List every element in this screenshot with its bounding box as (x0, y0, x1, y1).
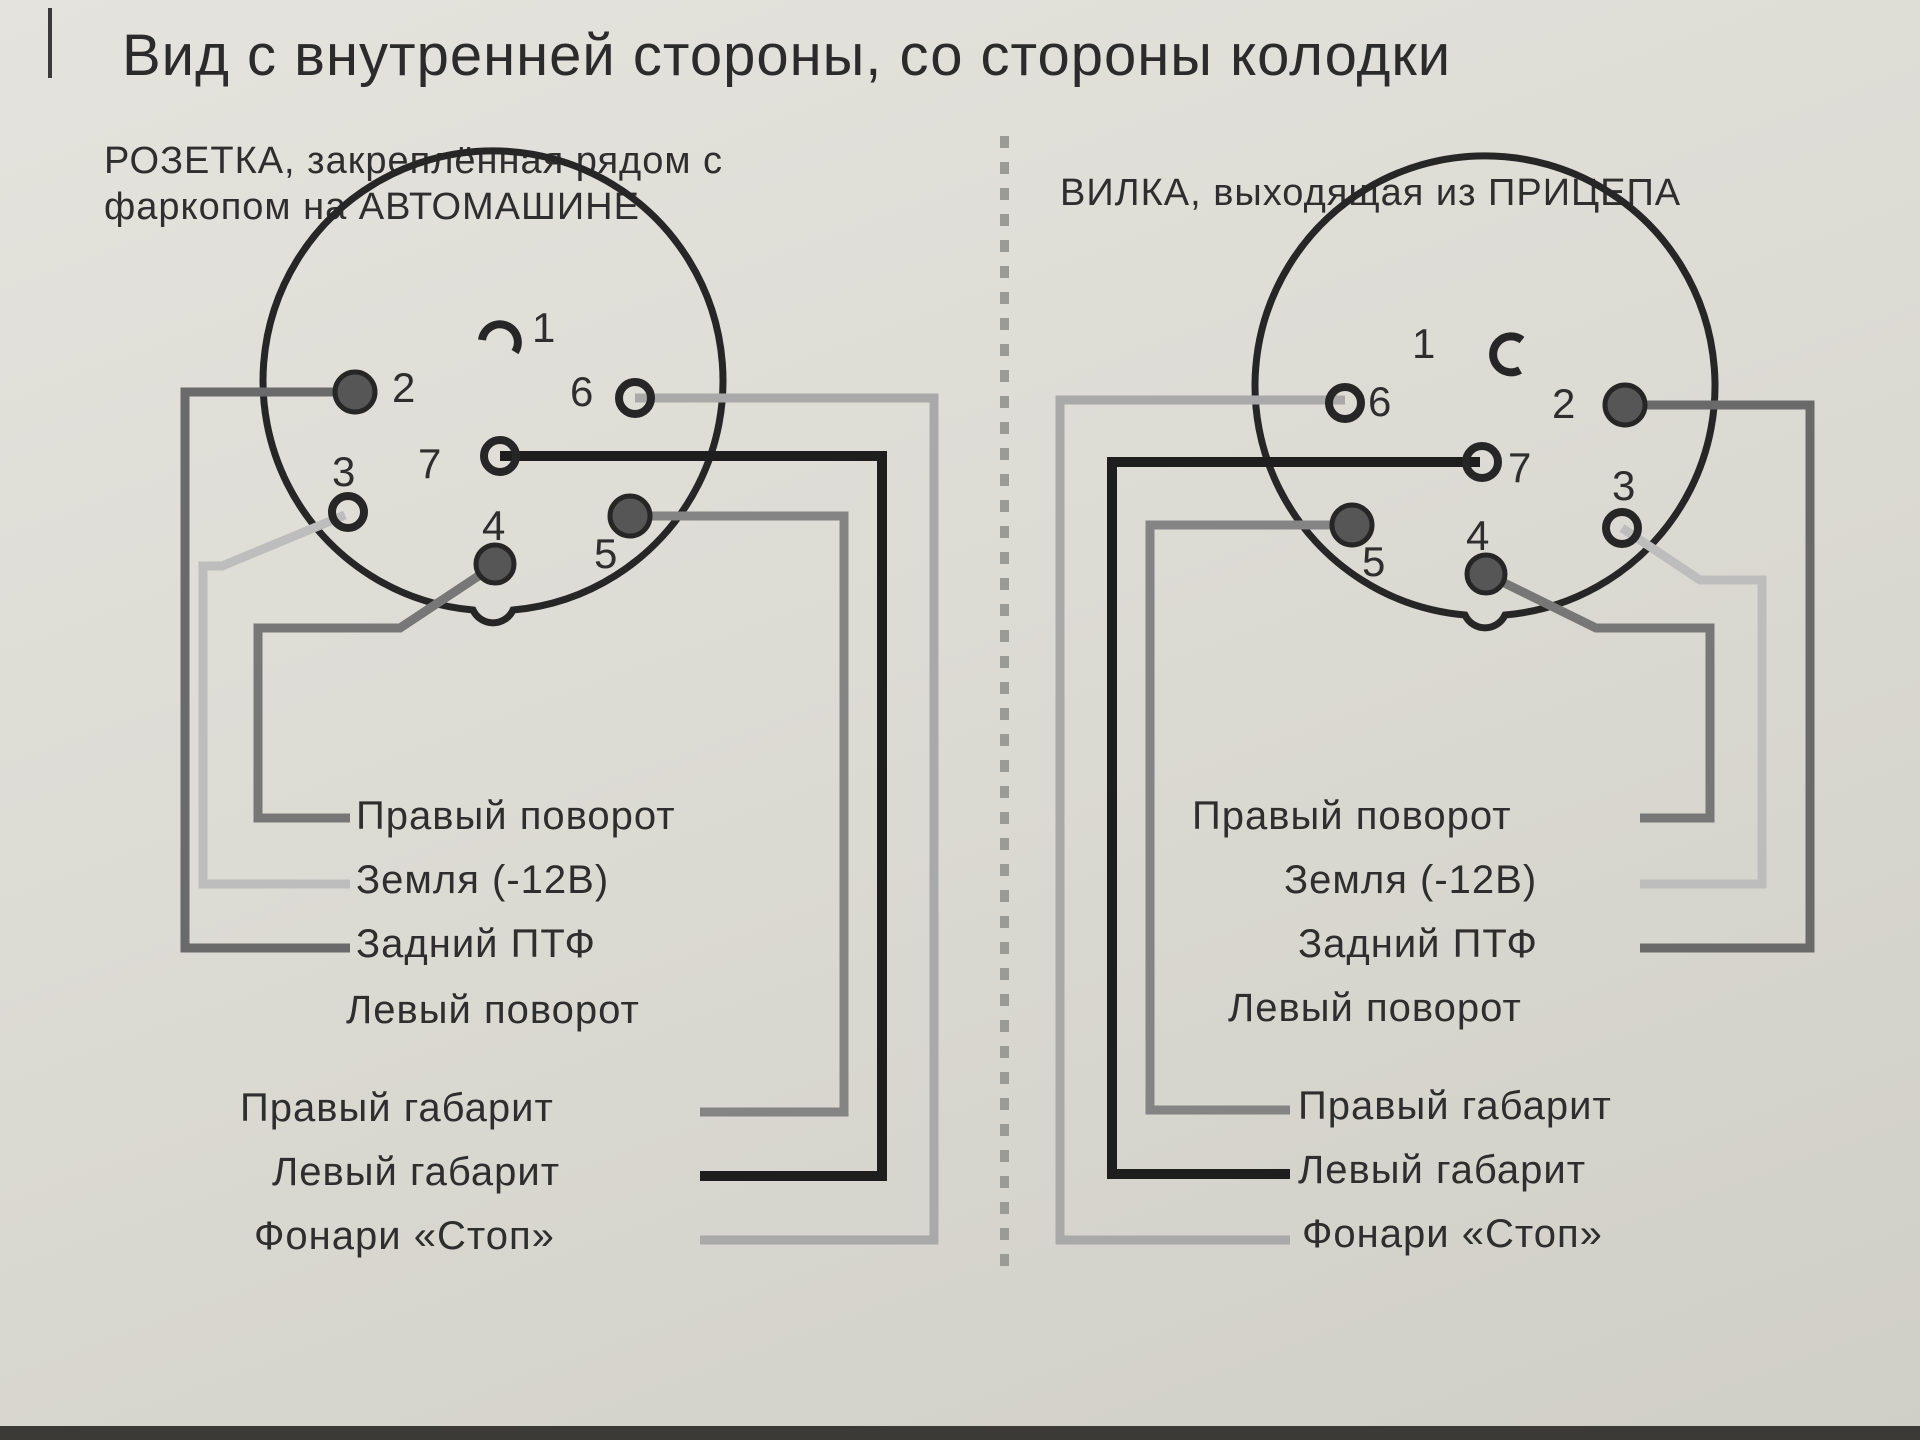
socket-pin-5 (607, 493, 653, 539)
plug-label-rear-fog: Задний ПТФ (1298, 922, 1538, 966)
socket-pin-1 (478, 320, 522, 355)
plug-pin-5 (1329, 502, 1375, 548)
socket-connector (259, 147, 727, 627)
panel-divider (1000, 136, 1009, 1276)
wire-ground-left (198, 510, 350, 889)
socket-pins (328, 320, 655, 586)
plug-connector (1251, 152, 1719, 632)
socket-pin-6-number: 6 (570, 368, 594, 415)
socket-heading: РОЗЕТКА, закреплённая рядом с фаркопом н… (104, 138, 723, 230)
photo-bottom-edge (0, 1426, 1920, 1440)
wire-right-marker-left (630, 511, 849, 1117)
plug-label-right-turn: Правый поворот (1192, 794, 1512, 838)
socket-pin-6 (615, 378, 655, 418)
plug-pin-1-number: 1 (1412, 320, 1436, 367)
socket-pin-7-number: 7 (418, 440, 442, 487)
wire-right-turn-right (1484, 569, 1715, 823)
socket-label-ground: Земля (-12В) (356, 858, 610, 902)
socket-pin-2-number: 2 (392, 364, 416, 411)
plug-pin-3 (1602, 508, 1642, 548)
socket-heading-line1: РОЗЕТКА, закреплённая рядом с (104, 140, 724, 182)
socket-pin-1-number: 1 (532, 304, 556, 351)
socket-pin-4 (473, 542, 517, 586)
wire-rear-fog-right (1625, 400, 1815, 953)
socket-pin-3-number: 3 (332, 448, 356, 495)
socket-label-left-turn: Левый поворот (346, 988, 640, 1032)
plug-heading: ВИЛКА, выходящая из ПРИЦЕПА (1060, 172, 1682, 214)
plug-pin-4-number: 4 (1466, 512, 1490, 559)
plug-label-ground: Земля (-12В) (1284, 858, 1538, 902)
socket-outline (259, 147, 727, 627)
socket-heading-line2: фаркопом на АВТОМАШИНЕ (104, 186, 640, 228)
socket-pin-3 (328, 492, 368, 532)
socket-pin-5-number: 5 (594, 530, 618, 577)
plug-label-left-turn: Левый поворот (1228, 986, 1522, 1030)
wire-left-marker-right (1107, 457, 1480, 1179)
plug-label-right-marker: Правый габарит (1298, 1084, 1612, 1128)
plug-pin-1 (1489, 332, 1525, 377)
wire-right-turn-left (253, 561, 498, 823)
plug-pin-3-number: 3 (1612, 462, 1636, 509)
margin-rule (48, 8, 52, 78)
wire-rear-fog-left (180, 387, 355, 953)
socket-label-left-marker: Левый габарит (272, 1150, 561, 1194)
plug-outline (1251, 152, 1719, 632)
socket-label-right-turn: Правый поворот (356, 794, 676, 838)
page-title: Вид с внутренней стороны, со стороны кол… (122, 23, 1452, 88)
plug-wires (1055, 395, 1815, 1245)
wire-stop-left (635, 393, 939, 1245)
plug-pin-2 (1602, 382, 1648, 428)
socket-pin-2 (332, 369, 378, 415)
plug-pin-6-number: 6 (1368, 378, 1392, 425)
plug-pin-2-number: 2 (1552, 380, 1576, 427)
plug-pin-7-number: 7 (1508, 444, 1532, 491)
wire-ground-right (1619, 524, 1767, 889)
plug-pin-5-number: 5 (1362, 538, 1386, 585)
socket-label-rear-fog: Задний ПТФ (356, 922, 596, 966)
wire-right-marker-right (1145, 520, 1352, 1115)
wire-stop-right (1055, 395, 1345, 1245)
socket-label-stop: Фонари «Стоп» (254, 1214, 555, 1258)
plug-pin-4 (1464, 552, 1508, 596)
socket-label-right-marker: Правый габарит (240, 1086, 554, 1130)
socket-wires (180, 387, 939, 1245)
socket-pin-4-number: 4 (482, 502, 506, 549)
plug-pins (1325, 332, 1648, 596)
plug-label-stop: Фонари «Стоп» (1302, 1212, 1603, 1256)
socket-pin-7 (480, 436, 520, 476)
plug-pin-6 (1325, 383, 1365, 423)
wire-left-marker-left (500, 451, 887, 1181)
plug-label-left-marker: Левый габарит (1298, 1148, 1587, 1192)
plug-pin-7 (1462, 442, 1502, 482)
